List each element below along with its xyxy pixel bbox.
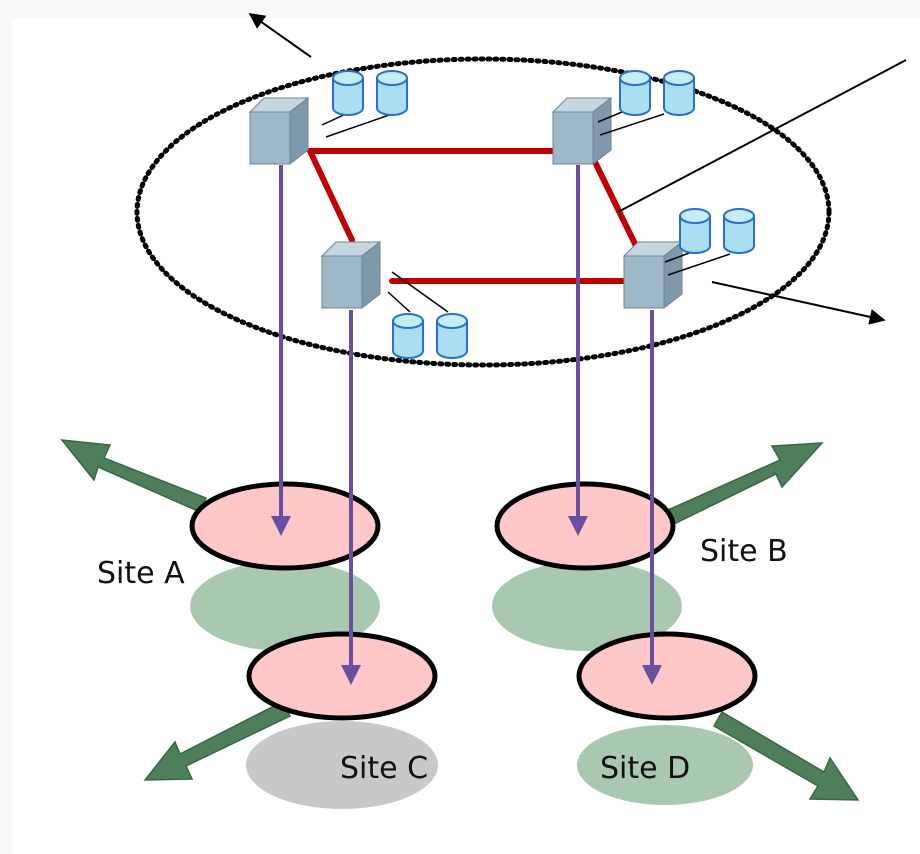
server-icon[interactable]: [248, 96, 310, 166]
site-d[interactable]: [576, 631, 758, 721]
database-icon[interactable]: [376, 70, 408, 116]
site-a-shadow: [190, 561, 380, 651]
database-group-n1: [332, 70, 408, 116]
pointer-node: [711, 281, 886, 325]
annotation-pointers: [248, 13, 907, 325]
database-icon[interactable]: [392, 313, 424, 359]
server-icon[interactable]: [622, 240, 684, 310]
database-icon[interactable]: [332, 70, 364, 116]
core-links: [307, 148, 641, 284]
downlinks: [271, 165, 662, 685]
database-group-n2: [619, 70, 695, 116]
site-b[interactable]: [494, 481, 676, 571]
database-icon[interactable]: [663, 70, 695, 116]
site-c-outbound-arrow: [143, 701, 292, 781]
site-c-label: Site C: [340, 751, 428, 786]
site-c-shadow: [246, 721, 438, 809]
site-b-shadow: [492, 561, 682, 651]
database-icon[interactable]: [619, 70, 651, 116]
site-b-label: Site B: [700, 534, 788, 569]
site-a-outbound-arrow: [60, 439, 207, 513]
site-d-label: Site D: [600, 751, 690, 786]
database-group-n4: [679, 208, 755, 254]
database-icon[interactable]: [679, 208, 711, 254]
server-icon[interactable]: [320, 240, 382, 310]
site-c[interactable]: [246, 631, 438, 721]
link-n2-n4: [591, 157, 641, 253]
storage-connectors: [321, 111, 731, 313]
pointer-link: [617, 59, 907, 213]
outbound-arrows: [60, 439, 860, 801]
link-n1-n3: [307, 148, 355, 243]
pointer-ring: [248, 13, 312, 58]
site-a-label: Site A: [97, 556, 185, 591]
database-icon[interactable]: [723, 208, 755, 254]
site-b-outbound-arrow: [667, 442, 824, 526]
site-d-shadow: [577, 725, 753, 805]
database-icon[interactable]: [436, 313, 468, 359]
core-ring: [134, 56, 832, 368]
site-d-outbound-arrow: [712, 710, 860, 801]
server-icon[interactable]: [551, 96, 613, 166]
database-group-n3: [392, 313, 468, 359]
